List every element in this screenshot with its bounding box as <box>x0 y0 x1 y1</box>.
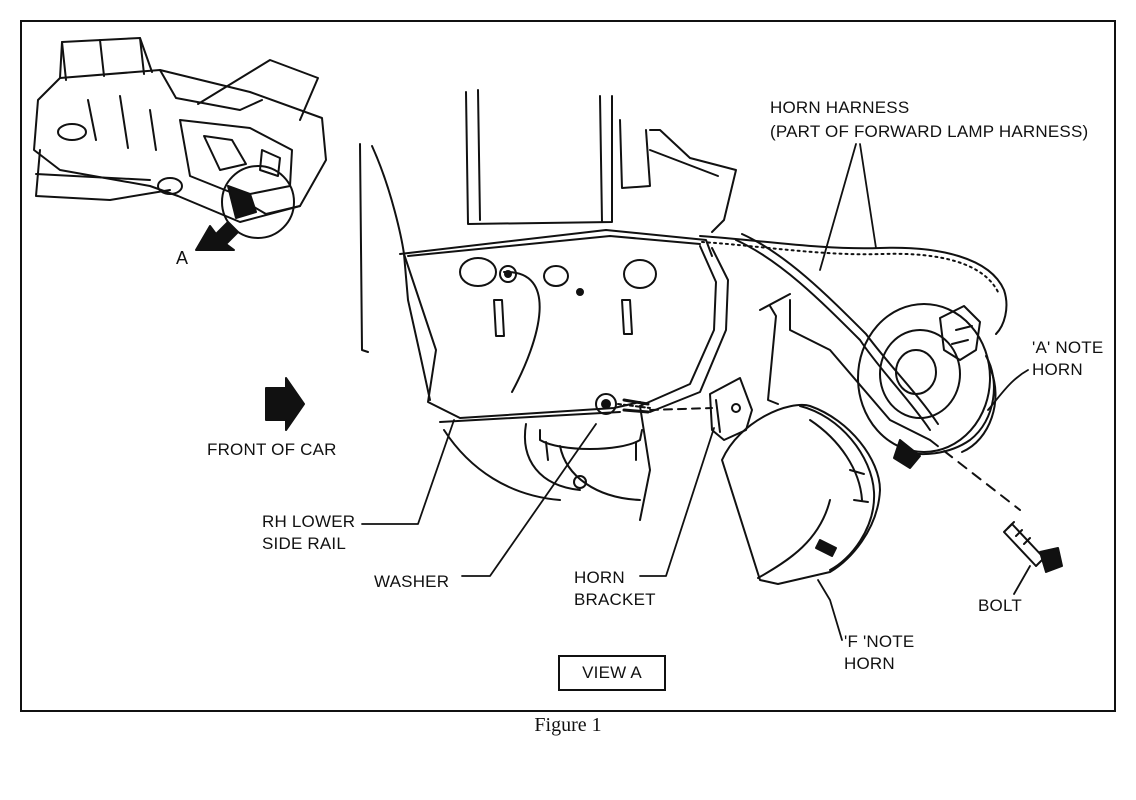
horn-bracket <box>709 377 753 441</box>
label-rh-lower-2: SIDE RAIL <box>262 534 346 553</box>
label-inset-a: A <box>176 248 189 268</box>
label-view-a: VIEW A <box>582 663 642 682</box>
label-a-note-horn-2: HORN <box>1032 360 1083 379</box>
figure-caption: Figure 1 <box>534 714 602 736</box>
label-a-note-horn-1: 'A' NOTE <box>1032 338 1104 357</box>
body-panel <box>359 89 737 521</box>
leader-lines <box>361 143 1031 641</box>
label-bolt: BOLT <box>978 596 1022 615</box>
label-horn-harness: HORN HARNESS <box>770 98 910 117</box>
label-horn-bracket-2: BRACKET <box>574 590 656 609</box>
horn-harness <box>699 233 1021 511</box>
bolt-part <box>1003 521 1063 573</box>
view-a-box: VIEW A <box>558 655 666 691</box>
label-rh-lower-1: RH LOWER <box>262 512 356 531</box>
label-horn-harness-sub: (PART OF FORWARD LAMP HARNESS) <box>770 122 1089 141</box>
label-f-note-horn-1: 'F 'NOTE <box>844 632 915 651</box>
f-note-horn <box>721 404 881 585</box>
label-horn-bracket-1: HORN <box>574 568 625 587</box>
label-front-of-car: FRONT OF CAR <box>207 440 337 459</box>
front-arrow-icon <box>265 377 305 431</box>
label-washer: WASHER <box>374 572 450 591</box>
figure-frame <box>20 20 1116 712</box>
inset-car-illustration <box>33 37 327 251</box>
a-note-horn <box>857 303 997 469</box>
washer-and-bolt <box>595 393 713 415</box>
label-f-note-horn-2: HORN <box>844 654 895 673</box>
